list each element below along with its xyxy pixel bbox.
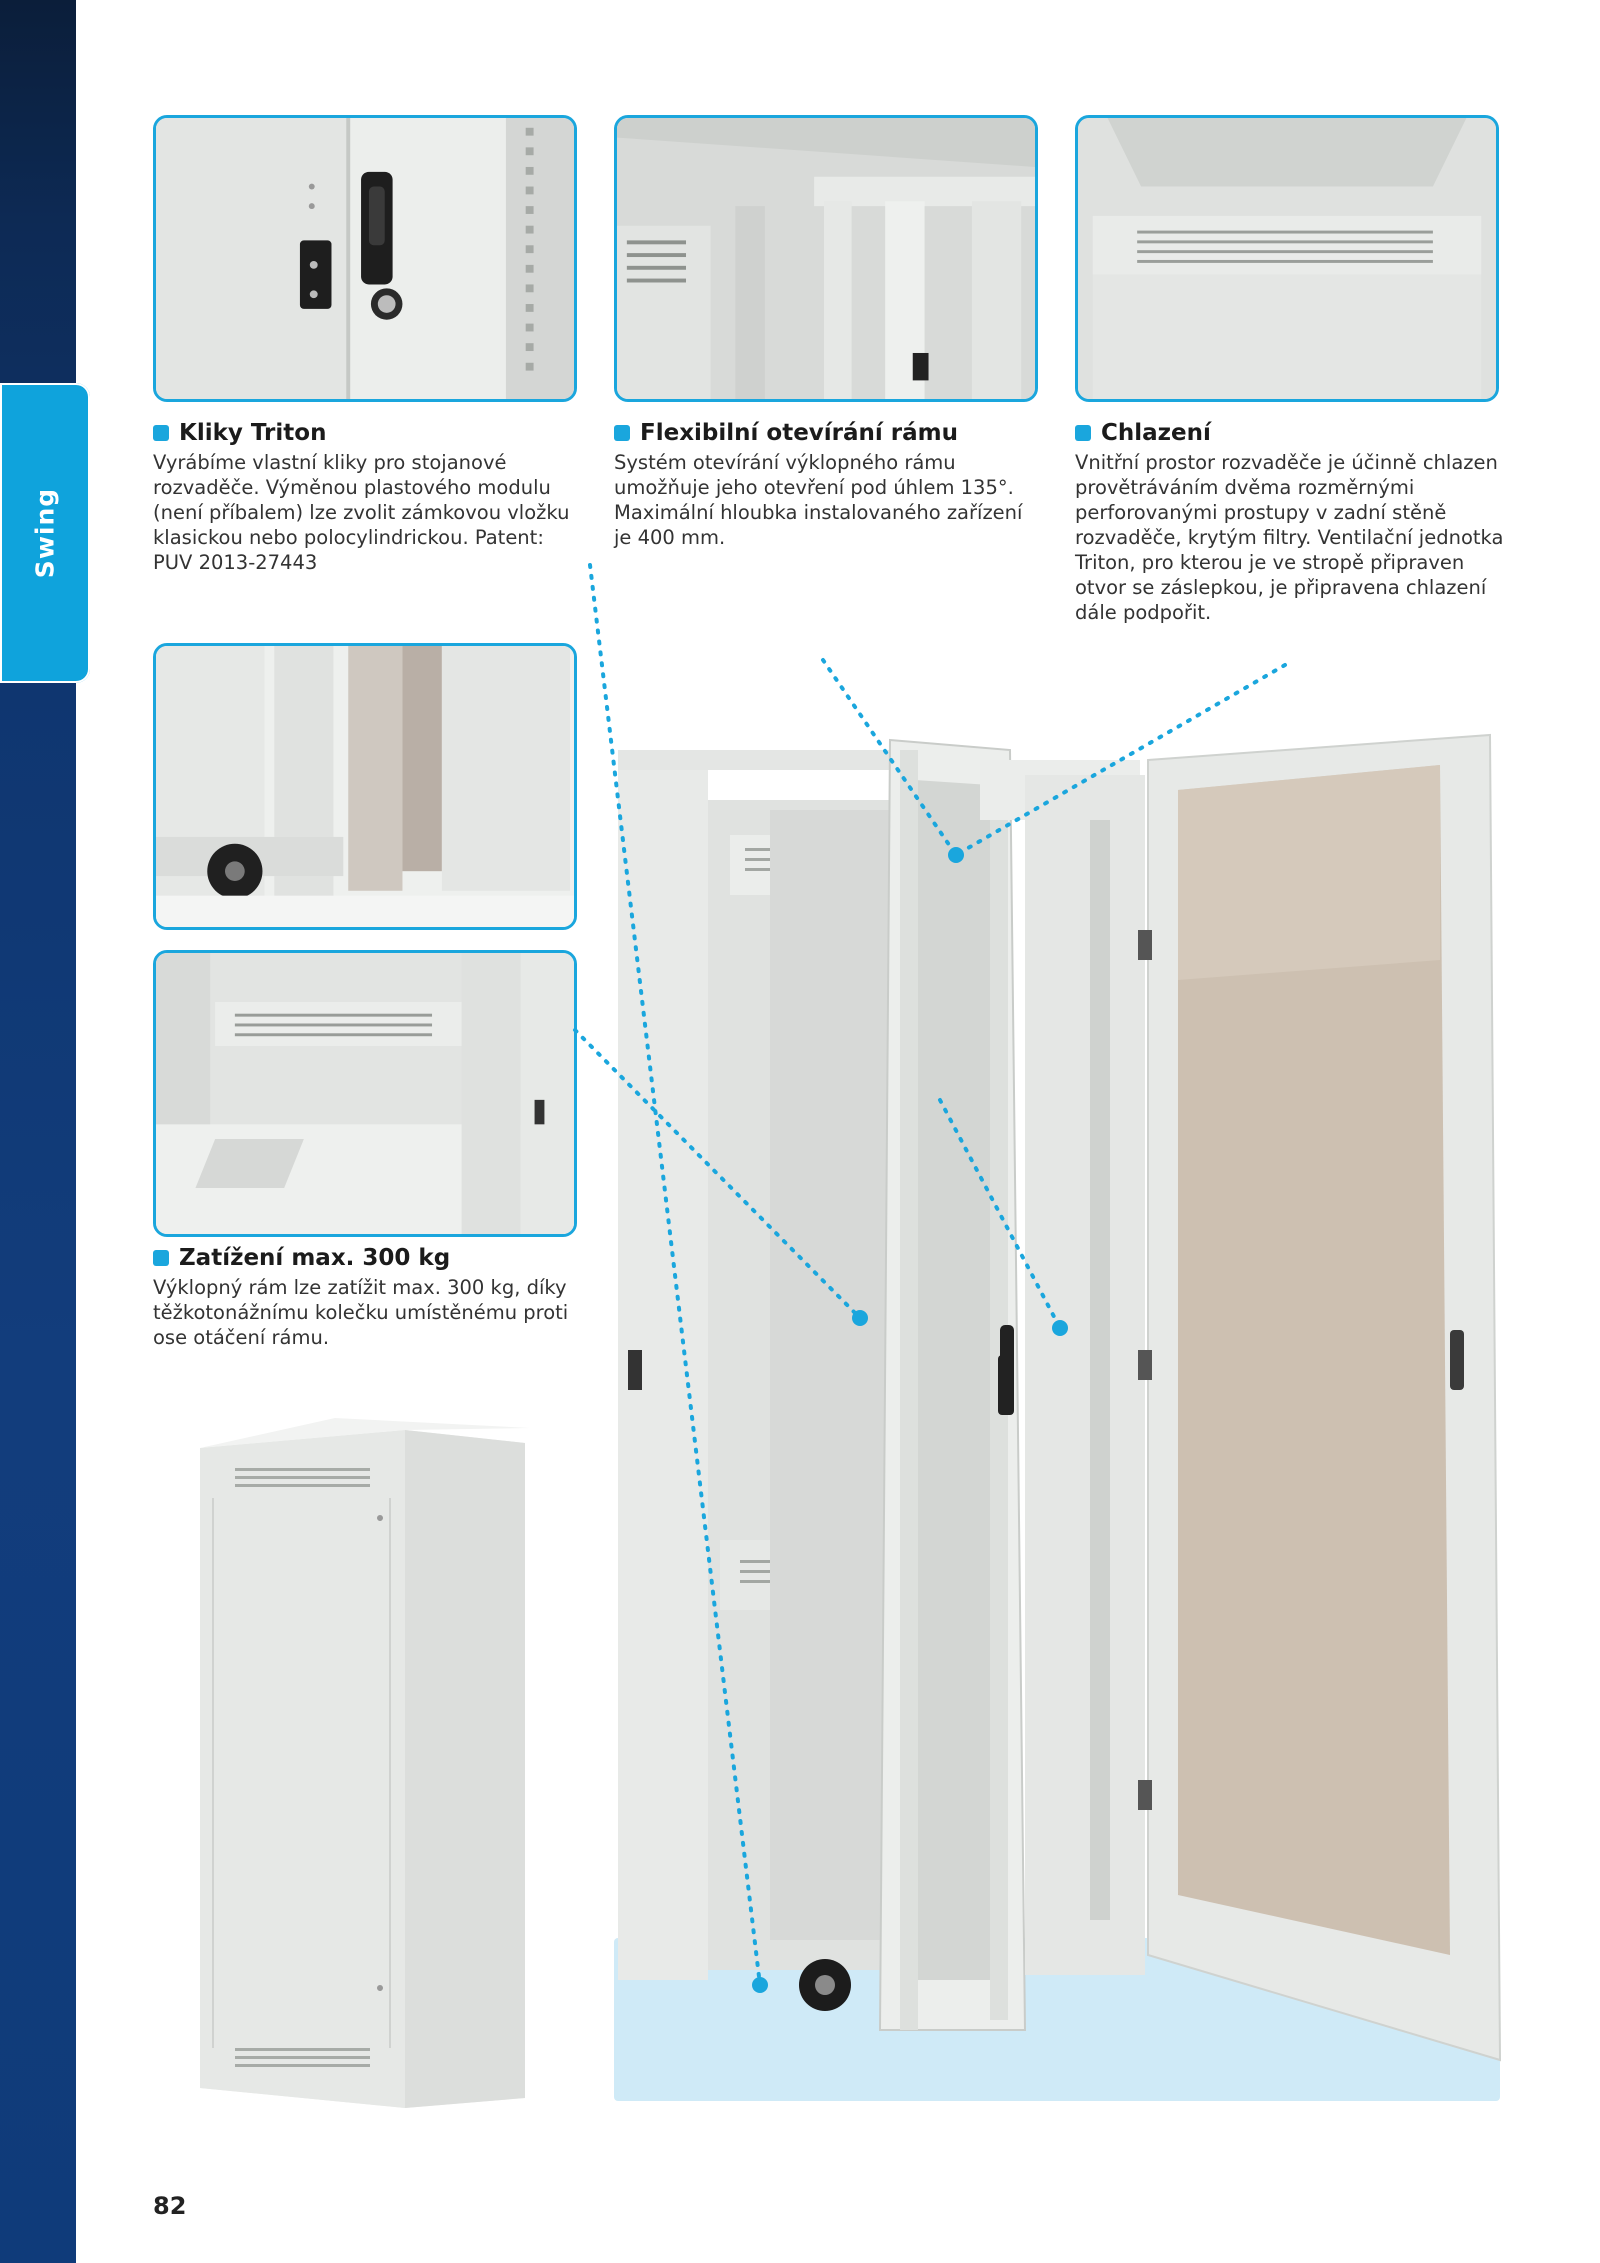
photo-cooling: [1075, 115, 1499, 402]
feature-text: Vnitřní prostor rozvaděče je účinně chla…: [1075, 451, 1504, 624]
feature-text: Systém otevírání výklopného rámu umožňuj…: [614, 451, 1023, 549]
section-tab[interactable]: Swing: [0, 383, 90, 683]
feature-title: Chlazení: [1101, 420, 1211, 446]
feature-text: Vyrábíme vlastní kliky pro stojanové roz…: [153, 451, 570, 574]
closed-cabinet-image: [195, 1408, 535, 2108]
photo-wheel: [153, 643, 577, 930]
side-band: [0, 0, 76, 2263]
feature-text: Výklopný rám lze zatížit max. 300 kg, dí…: [153, 1276, 569, 1349]
feature-bullet-icon: [153, 1250, 169, 1266]
page-number: 82: [153, 2192, 187, 2220]
photo-frame-opening: [614, 115, 1038, 402]
photo-handle: [153, 115, 577, 402]
feature-title: Kliky Triton: [179, 420, 327, 446]
feature-frame-opening: Flexibilní otevírání rámu Systém otevírá…: [614, 418, 1034, 550]
open-cabinet-image: [570, 560, 1570, 2110]
feature-title: Zatížení max. 300 kg: [179, 1245, 451, 1271]
feature-bullet-icon: [614, 425, 630, 441]
photo-bottom: [153, 950, 577, 1237]
feature-load: Zatížení max. 300 kg Výklopný rám lze za…: [153, 1243, 573, 1350]
section-tab-label: Swing: [30, 487, 60, 579]
feature-bullet-icon: [1075, 425, 1091, 441]
feature-handles: Kliky Triton Vyrábíme vlastní kliky pro …: [153, 418, 573, 575]
feature-cooling: Chlazení Vnitřní prostor rozvaděče je úč…: [1075, 418, 1505, 625]
feature-title: Flexibilní otevírání rámu: [640, 420, 959, 446]
feature-bullet-icon: [153, 425, 169, 441]
